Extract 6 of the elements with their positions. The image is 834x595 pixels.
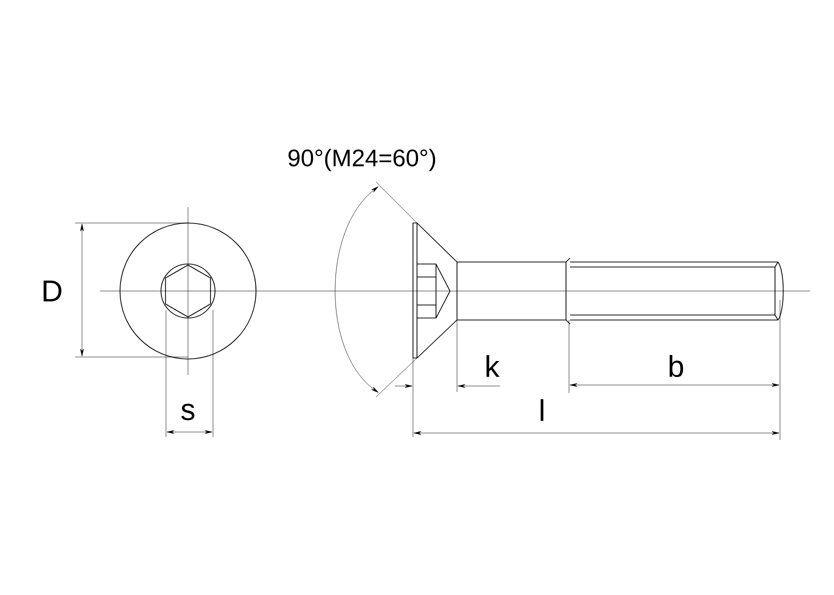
dimension-label: l [540,399,544,421]
dimension-label: b [670,355,684,378]
dimension-label: k [486,355,500,377]
dimension-label: 90°(M24=60°) [288,148,436,172]
dimension-label: D [44,280,62,302]
dimension-label: s [181,404,194,420]
